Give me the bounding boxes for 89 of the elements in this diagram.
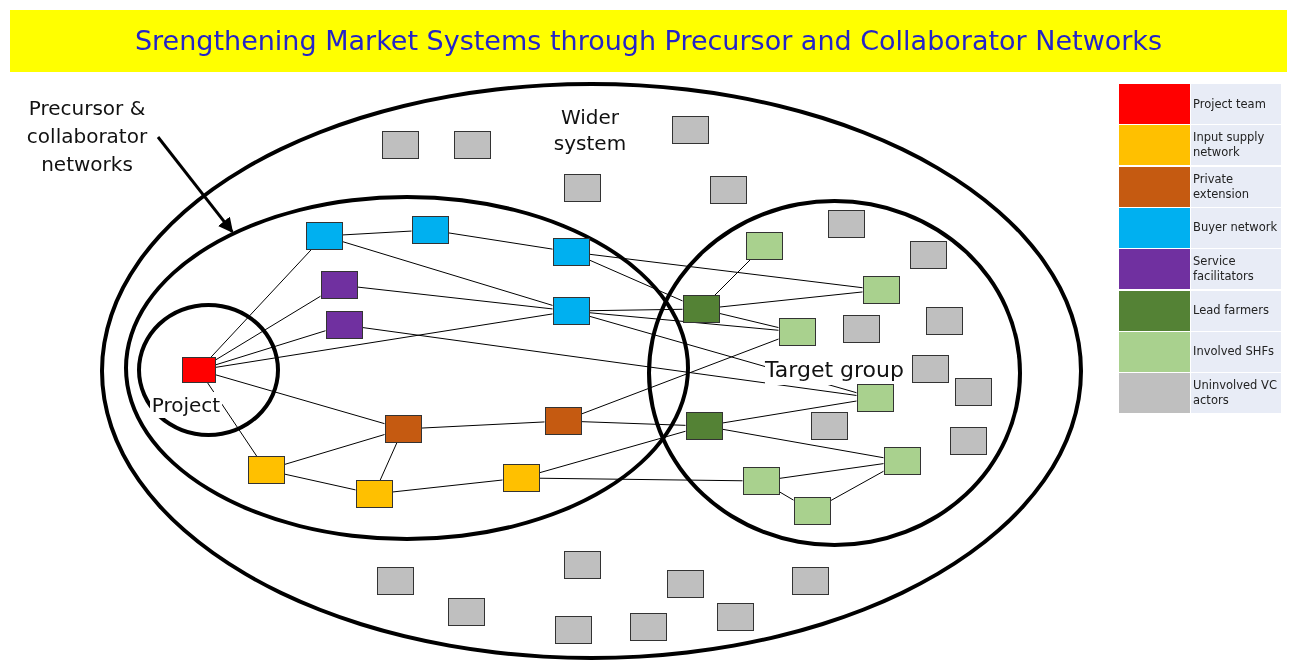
legend-label: Input supply network: [1191, 125, 1281, 166]
connector-line: [719, 312, 779, 329]
actor-square: [411, 216, 449, 244]
actor-square: [791, 567, 829, 595]
actor-square: [247, 456, 285, 484]
actor-square: [742, 467, 780, 495]
ellipse-region: [124, 195, 690, 541]
connector-line: [722, 400, 857, 424]
actor-square: [447, 598, 485, 626]
actor-square: [909, 241, 947, 269]
connector-line: [284, 473, 356, 491]
actor-square: [682, 295, 720, 323]
legend-label: Project team: [1191, 84, 1281, 124]
legend-label: Buyer network: [1191, 207, 1281, 248]
actor-square: [685, 412, 723, 440]
legend-label: Private extension: [1191, 166, 1281, 207]
actor-square: [453, 131, 491, 159]
connector-line: [830, 470, 884, 502]
connector-line: [379, 442, 398, 481]
actor-square: [666, 570, 704, 598]
callout-text: Precursor & collaborator networks: [18, 94, 156, 180]
ellipse-region: [647, 199, 1022, 547]
leader-arrow: [156, 136, 234, 234]
actor-square: [671, 116, 709, 144]
connector-line: [589, 308, 683, 312]
connector-line: [392, 479, 503, 493]
connector-line: [589, 312, 779, 331]
actor-square: [182, 357, 216, 383]
connector-line: [207, 382, 258, 457]
actor-square: [381, 131, 419, 159]
actor-square: [862, 276, 900, 304]
actor-square: [925, 307, 963, 335]
connector-line: [362, 327, 857, 396]
connector-line: [215, 313, 553, 368]
actor-square: [384, 415, 422, 443]
actor-square: [810, 412, 848, 440]
connector-line: [210, 249, 312, 358]
actor-square: [778, 318, 816, 346]
actor-square: [320, 271, 358, 299]
connector-line: [215, 330, 326, 366]
connector-line: [284, 434, 385, 465]
legend-label: Involved SHFs: [1191, 331, 1281, 372]
connector-line: [342, 230, 412, 236]
connector-line: [714, 259, 751, 296]
actor-square: [355, 480, 393, 508]
actor-square: [563, 551, 601, 579]
actor-square: [842, 315, 880, 343]
actor-square: [793, 497, 831, 525]
connector-line: [342, 241, 553, 306]
region-label: Project: [150, 392, 222, 418]
actor-square: [552, 297, 590, 325]
actor-square: [325, 311, 363, 339]
connector-line: [215, 295, 321, 361]
connector-line: [421, 421, 545, 429]
connector-line: [215, 374, 385, 425]
ellipse-region: [137, 303, 280, 437]
connector-line: [448, 232, 553, 250]
actor-square: [305, 222, 343, 250]
actor-square: [856, 384, 894, 412]
actor-square: [552, 238, 590, 266]
connector-line: [539, 477, 743, 482]
title: Srengthening Market Systems through Precursor and Collaborator Networks: [10, 10, 1287, 72]
actor-square: [563, 174, 601, 202]
connector-line: [581, 421, 686, 426]
actor-square: [716, 603, 754, 631]
actor-square: [554, 616, 592, 644]
actor-square: [544, 407, 582, 435]
actor-square: [709, 176, 747, 204]
legend-label: Uninvolved VC actors: [1191, 373, 1281, 414]
actor-square: [376, 567, 414, 595]
connector-line: [539, 430, 686, 474]
connector-line: [779, 463, 884, 479]
actor-square: [883, 447, 921, 475]
actor-square: [502, 464, 540, 492]
legend-label: Lead farmers: [1191, 290, 1281, 331]
connector-line: [589, 253, 863, 289]
connector-line: [581, 338, 779, 415]
connector-line: [589, 259, 683, 302]
connector-line: [722, 428, 884, 459]
connector-line: [779, 491, 794, 501]
actor-square: [949, 427, 987, 455]
actor-square: [911, 355, 949, 383]
actor-square: [954, 378, 992, 406]
legend-label: Service facilitators: [1191, 249, 1281, 290]
actor-square: [827, 210, 865, 238]
actor-square: [629, 613, 667, 641]
actor-square: [745, 232, 783, 260]
connector-line: [719, 291, 863, 308]
connector-line: [357, 286, 553, 310]
